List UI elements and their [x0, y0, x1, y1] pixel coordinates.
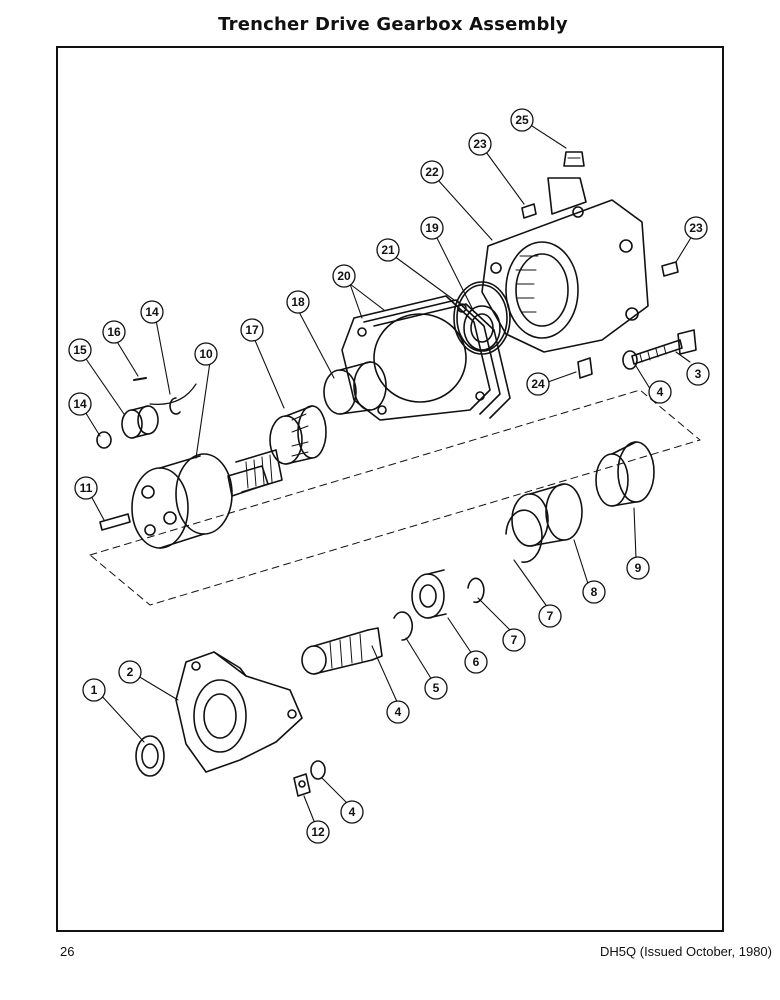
snap-ring-14-right	[169, 397, 181, 415]
svg-text:22: 22	[425, 165, 439, 179]
assembly-outline	[89, 389, 701, 606]
callout-21: 21	[376, 238, 400, 262]
svg-text:16: 16	[107, 325, 121, 339]
callout-20: 20	[332, 264, 356, 288]
callout-6: 4	[386, 700, 410, 724]
callout-14-top: 14	[140, 300, 164, 324]
svg-text:4: 4	[395, 705, 402, 719]
planet-gear-15	[121, 405, 159, 439]
callout-13: 11	[74, 476, 98, 500]
nut-5	[293, 773, 311, 797]
callout-9: 7	[538, 604, 562, 628]
washer-4-bottom	[310, 760, 326, 780]
svg-text:7: 7	[547, 609, 554, 623]
svg-text:9: 9	[635, 561, 642, 575]
snap-ring-9	[505, 509, 543, 563]
callout-19: 19	[420, 216, 444, 240]
callout-22: 22	[420, 160, 444, 184]
callout-16: 16	[102, 320, 126, 344]
bearing-8	[411, 569, 447, 619]
bearing-cone-17	[269, 405, 327, 465]
svg-text:23: 23	[473, 137, 487, 151]
bearing-cone-11	[595, 441, 655, 507]
callout-2: 2	[118, 660, 142, 684]
svg-text:5: 5	[433, 681, 440, 695]
svg-text:19: 19	[425, 221, 439, 235]
svg-text:11: 11	[80, 481, 93, 495]
svg-text:17: 17	[245, 323, 259, 337]
svg-text:7: 7	[511, 633, 518, 647]
oil-seal-19	[463, 305, 501, 351]
o-ring-21	[453, 281, 511, 355]
output-housing-2	[175, 651, 303, 773]
illustration-frame	[56, 46, 724, 932]
callout-1: 1	[82, 678, 106, 702]
bearing-cup-18	[323, 361, 387, 415]
dowel-24	[577, 357, 593, 379]
svg-text:20: 20	[337, 269, 351, 283]
snap-ring-7-upper	[467, 577, 485, 604]
washer-14-left	[96, 431, 112, 449]
svg-text:25: 25	[515, 113, 529, 127]
bolt-3	[631, 329, 697, 365]
callout-7-lower: 5	[424, 676, 448, 700]
callout-4-top: 4	[648, 380, 672, 404]
callout-5: 12	[306, 820, 330, 844]
svg-text:18: 18	[291, 295, 305, 309]
bearing-cup-10	[511, 483, 583, 547]
callout-11: 9	[626, 556, 650, 580]
svg-text:23: 23	[689, 221, 703, 235]
svg-text:10: 10	[199, 347, 213, 361]
callout-14-left: 14	[68, 392, 92, 416]
setscrew-23b	[661, 261, 679, 277]
setscrew-23a	[521, 203, 537, 219]
page-title: Trencher Drive Gearbox Assembly	[218, 14, 568, 35]
output-shaft-6	[301, 627, 383, 675]
callout-7-upper: 7	[502, 628, 526, 652]
plug-25	[563, 151, 585, 167]
svg-text:4: 4	[349, 805, 356, 819]
callout-12: 10	[194, 342, 218, 366]
needle-16	[133, 377, 147, 381]
gearbox-housing	[481, 177, 649, 353]
svg-text:15: 15	[73, 343, 87, 357]
svg-text:2: 2	[127, 665, 134, 679]
callout-25: 25	[510, 108, 534, 132]
callout-8: 6	[464, 650, 488, 674]
svg-text:3: 3	[695, 367, 702, 381]
callout-23b: 23	[684, 216, 708, 240]
callouts: 25 23 22 23 19 21 20 18 17 14 16 10 15 1…	[68, 108, 710, 844]
svg-text:14: 14	[73, 397, 87, 411]
seal-1	[135, 735, 165, 777]
pin-13	[99, 513, 131, 531]
callout-17: 17	[240, 318, 264, 342]
page-number: 26	[60, 944, 75, 959]
svg-text:12: 12	[311, 825, 325, 839]
planet-carrier-12	[131, 449, 283, 549]
svg-text:1: 1	[91, 683, 98, 697]
svg-text:21: 21	[381, 243, 395, 257]
callout-18: 18	[286, 290, 310, 314]
washer-4-top	[622, 350, 638, 370]
svg-text:6: 6	[473, 655, 480, 669]
document-reference: DH5Q (Issued October, 1980)	[600, 944, 772, 959]
svg-text:4: 4	[657, 385, 664, 399]
callout-3: 3	[686, 362, 710, 386]
svg-text:24: 24	[531, 377, 545, 391]
callout-15: 15	[68, 338, 92, 362]
svg-text:8: 8	[591, 585, 598, 599]
snap-ring-7-lower	[393, 611, 413, 641]
callout-4-bottom: 4	[340, 800, 364, 824]
svg-text:14: 14	[145, 305, 159, 319]
callout-24: 24	[526, 372, 550, 396]
callout-23a: 23	[468, 132, 492, 156]
callout-10: 8	[582, 580, 606, 604]
leader-lines	[83, 125, 693, 827]
